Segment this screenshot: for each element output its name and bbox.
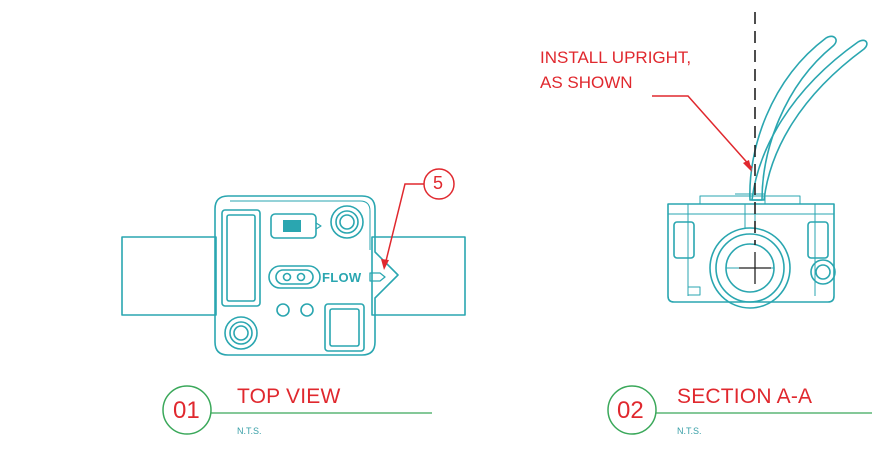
- view-scale-02: N.T.S.: [677, 426, 702, 436]
- view-scale-01: N.T.S.: [237, 426, 262, 436]
- balloon-leader-arrowhead: [381, 259, 389, 270]
- install-note-line2: AS SHOWN: [540, 73, 633, 92]
- install-note-line1: INSTALL UPRIGHT,: [540, 48, 692, 67]
- flow-arrow: [369, 272, 386, 282]
- section-body-outline: [667, 203, 835, 303]
- top-view-drawing: [121, 195, 466, 356]
- section-view-drawing: [667, 35, 868, 309]
- view-title-01: TOP VIEW: [237, 385, 341, 408]
- view-title-02: SECTION A-A: [677, 385, 813, 408]
- balloon-number: 5: [433, 173, 444, 193]
- left-pipe-stub: [121, 236, 217, 316]
- balloon-leader-line: [384, 183, 424, 266]
- view-number-01: 01: [173, 397, 200, 424]
- section-bore: [709, 227, 791, 309]
- screw-bottom-left: [224, 316, 258, 350]
- lower-window: [324, 303, 365, 352]
- chip-window: [270, 213, 317, 239]
- view-badge-02: [607, 385, 657, 435]
- side-port: [810, 259, 836, 285]
- screw-top-right: [330, 205, 364, 239]
- view-badge-01: [162, 385, 212, 435]
- install-leader-line: [652, 95, 753, 169]
- flow-slot: [268, 265, 321, 289]
- display-window: [221, 209, 261, 307]
- install-leader-arrowhead: [743, 160, 752, 172]
- flow-label: FLOW: [322, 270, 362, 285]
- cable: [749, 35, 837, 201]
- right-pipe-stub: [371, 236, 466, 316]
- item-balloon: [423, 168, 455, 200]
- view-number-02: 02: [617, 397, 644, 424]
- centerline: [739, 12, 771, 284]
- sensor-body-outline: [214, 195, 399, 356]
